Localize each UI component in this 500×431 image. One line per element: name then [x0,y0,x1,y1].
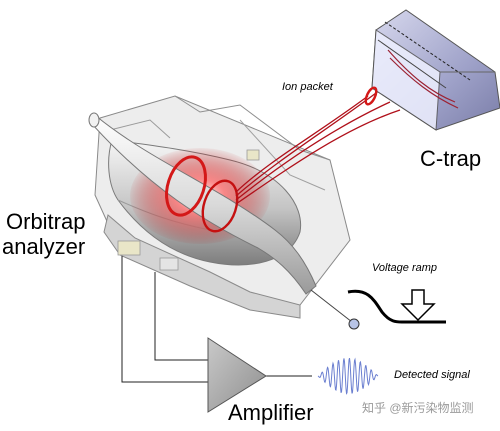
hollow-down-arrow-icon [400,289,436,322]
voltage-ramp-curve [347,289,446,324]
ion-packet-label: Ion packet [282,81,333,93]
amplifier-symbol [207,337,267,413]
orbitrap-label-line2: analyzer [2,234,86,259]
ion-packet-paths [235,89,401,205]
voltage-ramp-label: Voltage ramp [372,262,438,274]
c-trap [364,9,500,131]
detected-signal-wave [317,357,379,395]
ion-orbit-rings [165,155,239,233]
pickup-terminal-icon [348,318,360,330]
detected-signal-label: Detected signal [394,369,470,381]
amplifier-label: Amplifier [228,400,314,425]
orbitrap-label-line1: Orbitrap [6,209,86,234]
watermark: 知乎 @新污染物监测 [362,401,474,415]
c-trap-label: C-trap [420,146,482,171]
